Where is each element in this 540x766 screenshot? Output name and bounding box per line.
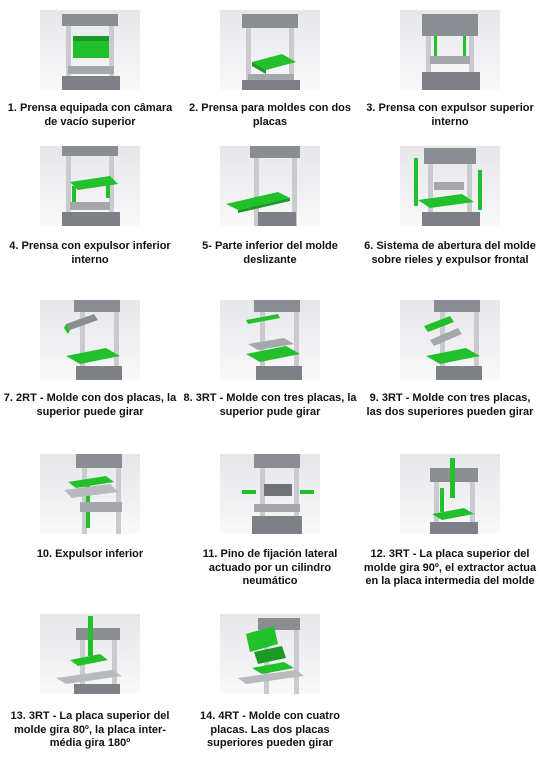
plate-80-180-rotation-drawing (56, 616, 122, 694)
caption: 1. Prensa equipada con câmara de vacío s… (7, 102, 173, 128)
caption: 3. Prensa con expulsor superior interno (366, 102, 534, 128)
caption: 5- Parte inferior del molde deslizante (202, 240, 338, 266)
sliding-mold-press-drawing (226, 146, 300, 226)
side-locking-pin-drawing (242, 454, 314, 534)
press-illustration (40, 614, 140, 694)
press-illustration (400, 10, 500, 90)
press-illustration (40, 10, 140, 90)
press-illustration (220, 614, 320, 694)
top-ejector-press-drawing (422, 14, 480, 90)
caption: 9. 3RT - Molde con tres placas, las dos … (366, 392, 534, 418)
press-illustration (40, 300, 140, 380)
press-item-3: 3. Prensa con expulsor superior interno (360, 6, 540, 136)
caption: 11. Pino de fijación lateral actuado por… (202, 548, 338, 587)
caption: 6. Sistema de abertura del molde sobre r… (364, 240, 536, 266)
press-item-12: 12. 3RT - La placa superior del molde gi… (360, 450, 540, 600)
four-plate-press-drawing (238, 618, 304, 694)
caption: 14. 4RT - Molde con cuatro placas. Las d… (200, 710, 340, 749)
press-illustration (400, 300, 500, 380)
caption: 8. 3RT - Molde con tres placas, la super… (183, 392, 357, 418)
press-item-5: 5- Parte inferior del molde deslizante (180, 142, 360, 282)
caption: 2. Prensa para moldes con dos placas (188, 102, 352, 128)
press-illustration (400, 146, 500, 226)
bottom-ejector-drawing (64, 454, 122, 534)
caption: 4. Prensa con expulsor inferior interno (9, 240, 171, 266)
press-item-7: 7. 2RT - Molde con dos placas, la superi… (0, 296, 180, 444)
press-illustration (220, 146, 320, 226)
caption: 13. 3RT - La placa superior del molde gi… (10, 710, 170, 749)
press-item-6: 6. Sistema de abertura del molde sobre r… (360, 142, 540, 282)
press-item-11: 11. Pino de fijación lateral actuado por… (180, 450, 360, 600)
press-item-4: 4. Prensa con expulsor inferior interno (0, 142, 180, 282)
two-plate-press-drawing (242, 14, 300, 90)
three-plate-rotating-press-drawing (246, 300, 302, 380)
caption: 7. 2RT - Molde con dos placas, la superi… (3, 392, 177, 418)
plate-90-rotation-drawing (430, 458, 478, 534)
rail-opening-press-drawing (414, 148, 482, 226)
vacuum-chamber-press-drawing (62, 14, 120, 90)
press-illustration (220, 300, 320, 380)
two-plate-rotating-press-drawing (64, 300, 122, 380)
press-item-10: 10. Expulsor inferior (0, 450, 180, 600)
caption: 10. Expulsor inferior (36, 548, 144, 560)
press-item-1: 1. Prensa equipada con câmara de vacío s… (0, 6, 180, 136)
press-illustration (40, 454, 140, 534)
bottom-ejector-press-drawing (62, 146, 120, 226)
press-illustration (220, 454, 320, 534)
press-item-14: 14. 4RT - Molde con cuatro placas. Las d… (180, 610, 360, 766)
press-item-13: 13. 3RT - La placa superior del molde gi… (0, 610, 180, 766)
press-item-2: 2. Prensa para moldes con dos placas (180, 6, 360, 136)
press-illustration (400, 454, 500, 534)
press-item-8: 8. 3RT - Molde con tres placas, la super… (180, 296, 360, 444)
press-illustration (40, 146, 140, 226)
press-illustration (220, 10, 320, 90)
press-item-9: 9. 3RT - Molde con tres placas, las dos … (360, 296, 540, 444)
three-plate-double-rotating-press-drawing (424, 300, 482, 380)
caption: 12. 3RT - La placa superior del molde gi… (363, 548, 537, 587)
